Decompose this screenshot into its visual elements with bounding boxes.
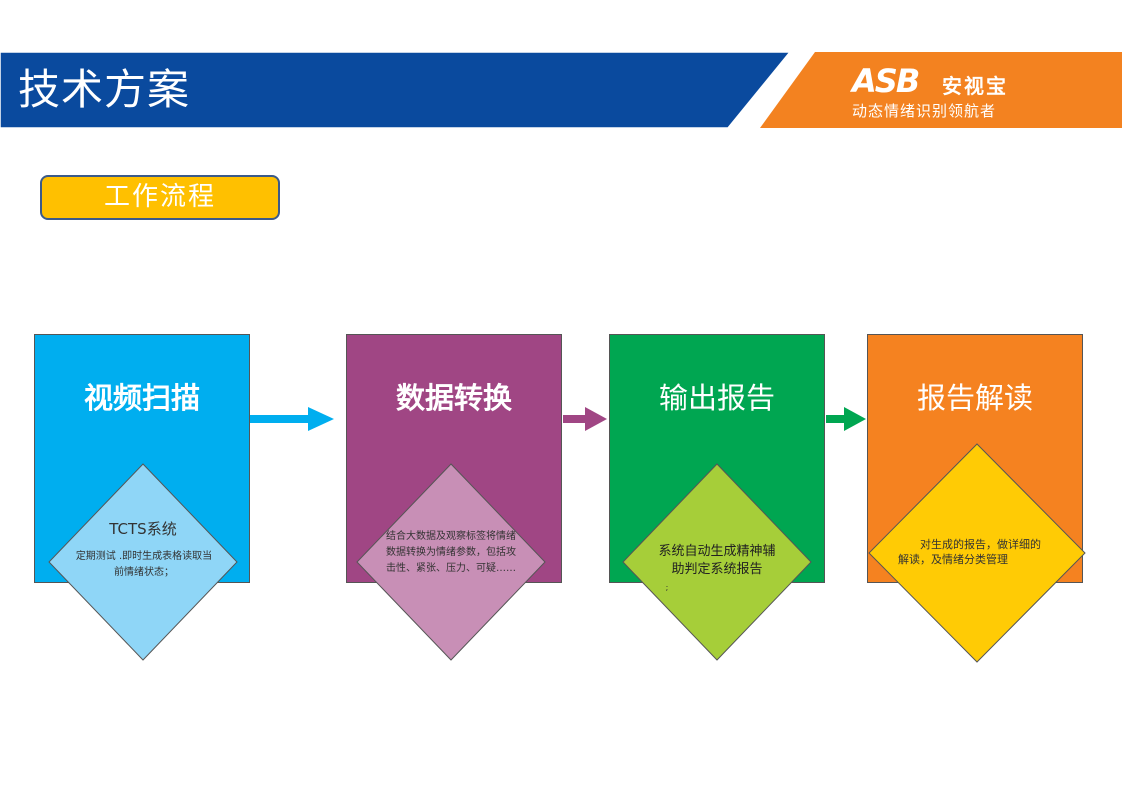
brand-name: 安视宝 xyxy=(942,74,1008,98)
diamond-heading: TCTS系统 xyxy=(109,520,177,538)
page-title: 技术方案 xyxy=(18,65,191,114)
step-title: 视频扫描 xyxy=(83,381,200,415)
diamond-output-report: 系统自动生成精神辅助判定系统报告 ; xyxy=(622,463,812,661)
step-title: 数据转换 xyxy=(395,381,512,415)
brand-logo: ASB xyxy=(852,62,920,100)
diamond-data-conversion: 结合大数据及观察标签将情绪数据转换为情绪参数，包括攻击性、紧张、压力、可疑…… xyxy=(356,463,546,661)
arrow-right-icon xyxy=(563,407,607,431)
brand-slogan: 动态情绪识别领航者 xyxy=(852,102,997,120)
diamond-text: 系统自动生成精神辅助判定系统报告 xyxy=(658,544,776,577)
step-title: 输出报告 xyxy=(658,381,775,415)
diamond-report-interpretation: 对生成的报告，做详细的解读，及情绪分类管理 xyxy=(868,443,1086,663)
step-title: 报告解读 xyxy=(916,381,1033,415)
arrow-right-icon xyxy=(826,407,866,431)
diamond-text: 对生成的报告，做详细的解读，及情绪分类管理 xyxy=(898,538,1041,566)
diamond-video-scan: TCTS系统 定期测试 .即时生成表格读取当前情绪状态； xyxy=(48,463,238,661)
diamond-note: ; xyxy=(665,583,669,592)
arrow-right-icon xyxy=(250,407,334,431)
section-tag-workflow: 工作流程 xyxy=(40,175,280,220)
diamond-text: 结合大数据及观察标签将情绪数据转换为情绪参数，包括攻击性、紧张、压力、可疑…… xyxy=(386,531,516,574)
header-bar xyxy=(0,52,1122,128)
diamond-text: 定期测试 .即时生成表格读取当前情绪状态； xyxy=(75,551,213,578)
